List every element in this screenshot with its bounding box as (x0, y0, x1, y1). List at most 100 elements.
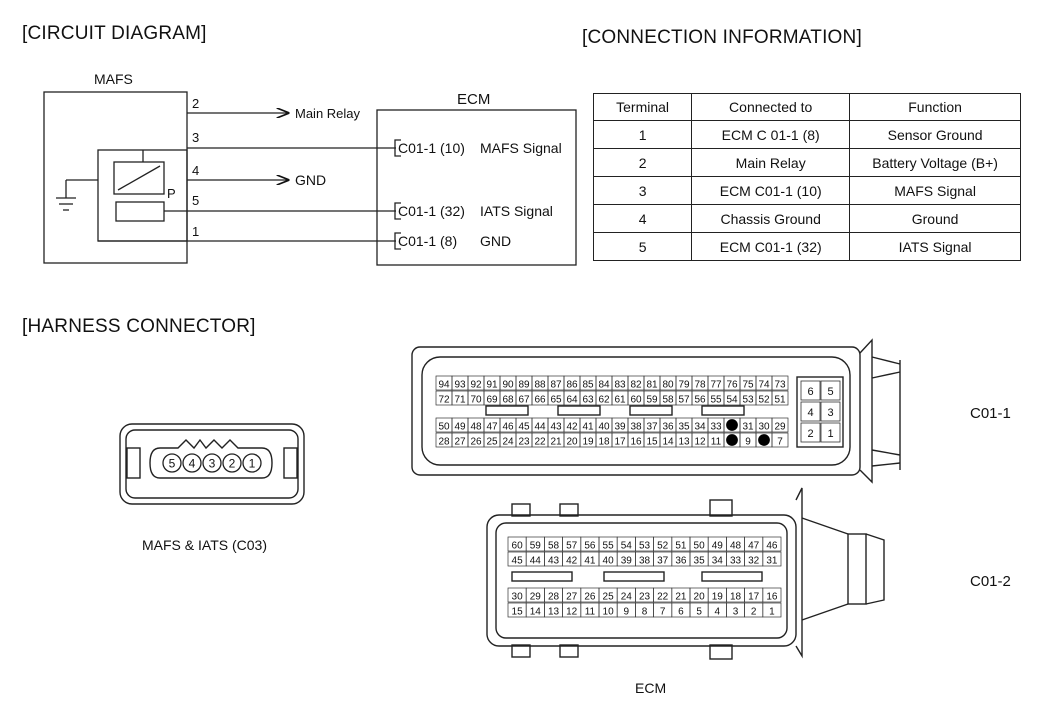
c03-pin (182, 453, 202, 473)
pin-number: 54 (726, 395, 738, 406)
pin-number: 15 (512, 607, 524, 618)
c03-right-latch (283, 447, 298, 479)
pin-number: 40 (598, 422, 610, 433)
pin-number: 53 (639, 541, 651, 552)
pin-number: 17 (614, 437, 626, 448)
function-cell: Battery Voltage (B+) (849, 148, 1021, 177)
pin-number: 5 (169, 457, 176, 471)
pin-cell (820, 380, 841, 401)
terminal-cell: 2 (592, 148, 693, 177)
pin-number: 43 (548, 556, 560, 567)
pin-1-label: 1 (192, 224, 199, 239)
pin-number: 47 (486, 422, 498, 433)
ecm-label: ECM (457, 91, 490, 108)
c01-1-side-block (796, 376, 844, 448)
c01-2-inner-shell (495, 522, 788, 639)
c03-inner-shell (125, 429, 299, 499)
pin-number: 7 (777, 437, 783, 448)
pin-number: 52 (758, 395, 770, 406)
pin-number: 51 (675, 541, 687, 552)
pin-number: 32 (748, 556, 760, 567)
pin-number: 81 (646, 380, 658, 391)
pin-cell (771, 432, 789, 448)
header-connected-to: Connected to (691, 93, 851, 121)
pin-number: 49 (712, 541, 724, 552)
pin-number: 11 (711, 437, 722, 448)
c03-connector (119, 423, 305, 505)
pin-cell (762, 602, 782, 618)
pin-number: 33 (710, 422, 722, 433)
pin-number: 90 (502, 380, 514, 391)
pin-number: 28 (438, 437, 450, 448)
pin-number: 40 (603, 556, 615, 567)
pin-2-label: 2 (192, 96, 199, 111)
pin-number: 66 (534, 395, 546, 406)
filled-pin-dot (758, 434, 770, 446)
pin-number: 6 (678, 607, 684, 618)
pin-number: 70 (470, 395, 482, 406)
pin-number: 69 (486, 395, 498, 406)
pin-number: 60 (630, 395, 642, 406)
pin-number: 88 (534, 380, 546, 391)
circuit-labels: MAFS ECM 2 3 4 5 1 P Main Relay GND C01-… (94, 71, 562, 249)
pin-number: 36 (662, 422, 674, 433)
pin-number: 19 (712, 592, 724, 603)
pin-number: 16 (630, 437, 642, 448)
c01-2-label: C01-2 (970, 573, 1011, 590)
pin-cell (762, 551, 782, 567)
main-relay-label: Main Relay (295, 106, 361, 121)
pin-number: 4 (715, 607, 721, 618)
pin-number: 3 (733, 607, 739, 618)
pin-number: 22 (534, 437, 546, 448)
pin-number: 77 (710, 380, 722, 391)
pin-number: 55 (603, 541, 615, 552)
ecm-signal-row-2: IATS Signal (480, 203, 553, 219)
pin-number: 23 (518, 437, 530, 448)
pin-number: 80 (662, 380, 674, 391)
pin-cell (762, 536, 782, 552)
pin-3-label: 3 (192, 130, 199, 145)
pin-number: 1 (827, 428, 833, 440)
pin-number: 35 (678, 422, 690, 433)
pin-number: 82 (630, 380, 642, 391)
pin-number: 92 (470, 380, 482, 391)
pin-number: 2 (229, 457, 236, 471)
table-header-row: Terminal Connected to Function (592, 93, 1021, 121)
pin-number: 19 (582, 437, 594, 448)
c03-caption: MAFS & IATS (C03) (142, 537, 267, 553)
pin-number: 93 (454, 380, 466, 391)
pin-number: 11 (585, 607, 596, 618)
pin-number: 12 (566, 607, 578, 618)
function-cell: Sensor Ground (849, 120, 1021, 149)
pin-number: 1 (769, 607, 775, 618)
pin-number: 21 (675, 592, 687, 603)
filled-pin-dot (726, 419, 738, 431)
pin-number: 59 (530, 541, 542, 552)
c01-2-connector (486, 487, 885, 660)
pin-cell (800, 401, 821, 422)
pin-number: 13 (548, 607, 560, 618)
pin-number: 85 (582, 380, 594, 391)
pin-number: 79 (678, 380, 690, 391)
sensor-marker-p: P (167, 186, 176, 201)
pin-number: 30 (758, 422, 770, 433)
pin-number: 36 (675, 556, 687, 567)
terminal-cell: 3 (592, 176, 693, 205)
ecm-caption: ECM (635, 680, 667, 696)
iats-sensor-element (115, 201, 165, 222)
pin-number: 25 (486, 437, 498, 448)
pin-number: 73 (774, 380, 786, 391)
pin-number: 72 (438, 395, 450, 406)
pin-number: 20 (694, 592, 706, 603)
pin-number: 67 (518, 395, 530, 406)
pin-number: 31 (742, 422, 754, 433)
pin-number: 57 (678, 395, 690, 406)
pin-cell (771, 417, 789, 433)
pin-5-label: 5 (192, 193, 199, 208)
ecm-box (376, 109, 577, 266)
pin-number: 9 (624, 607, 630, 618)
pin-number: 50 (438, 422, 450, 433)
